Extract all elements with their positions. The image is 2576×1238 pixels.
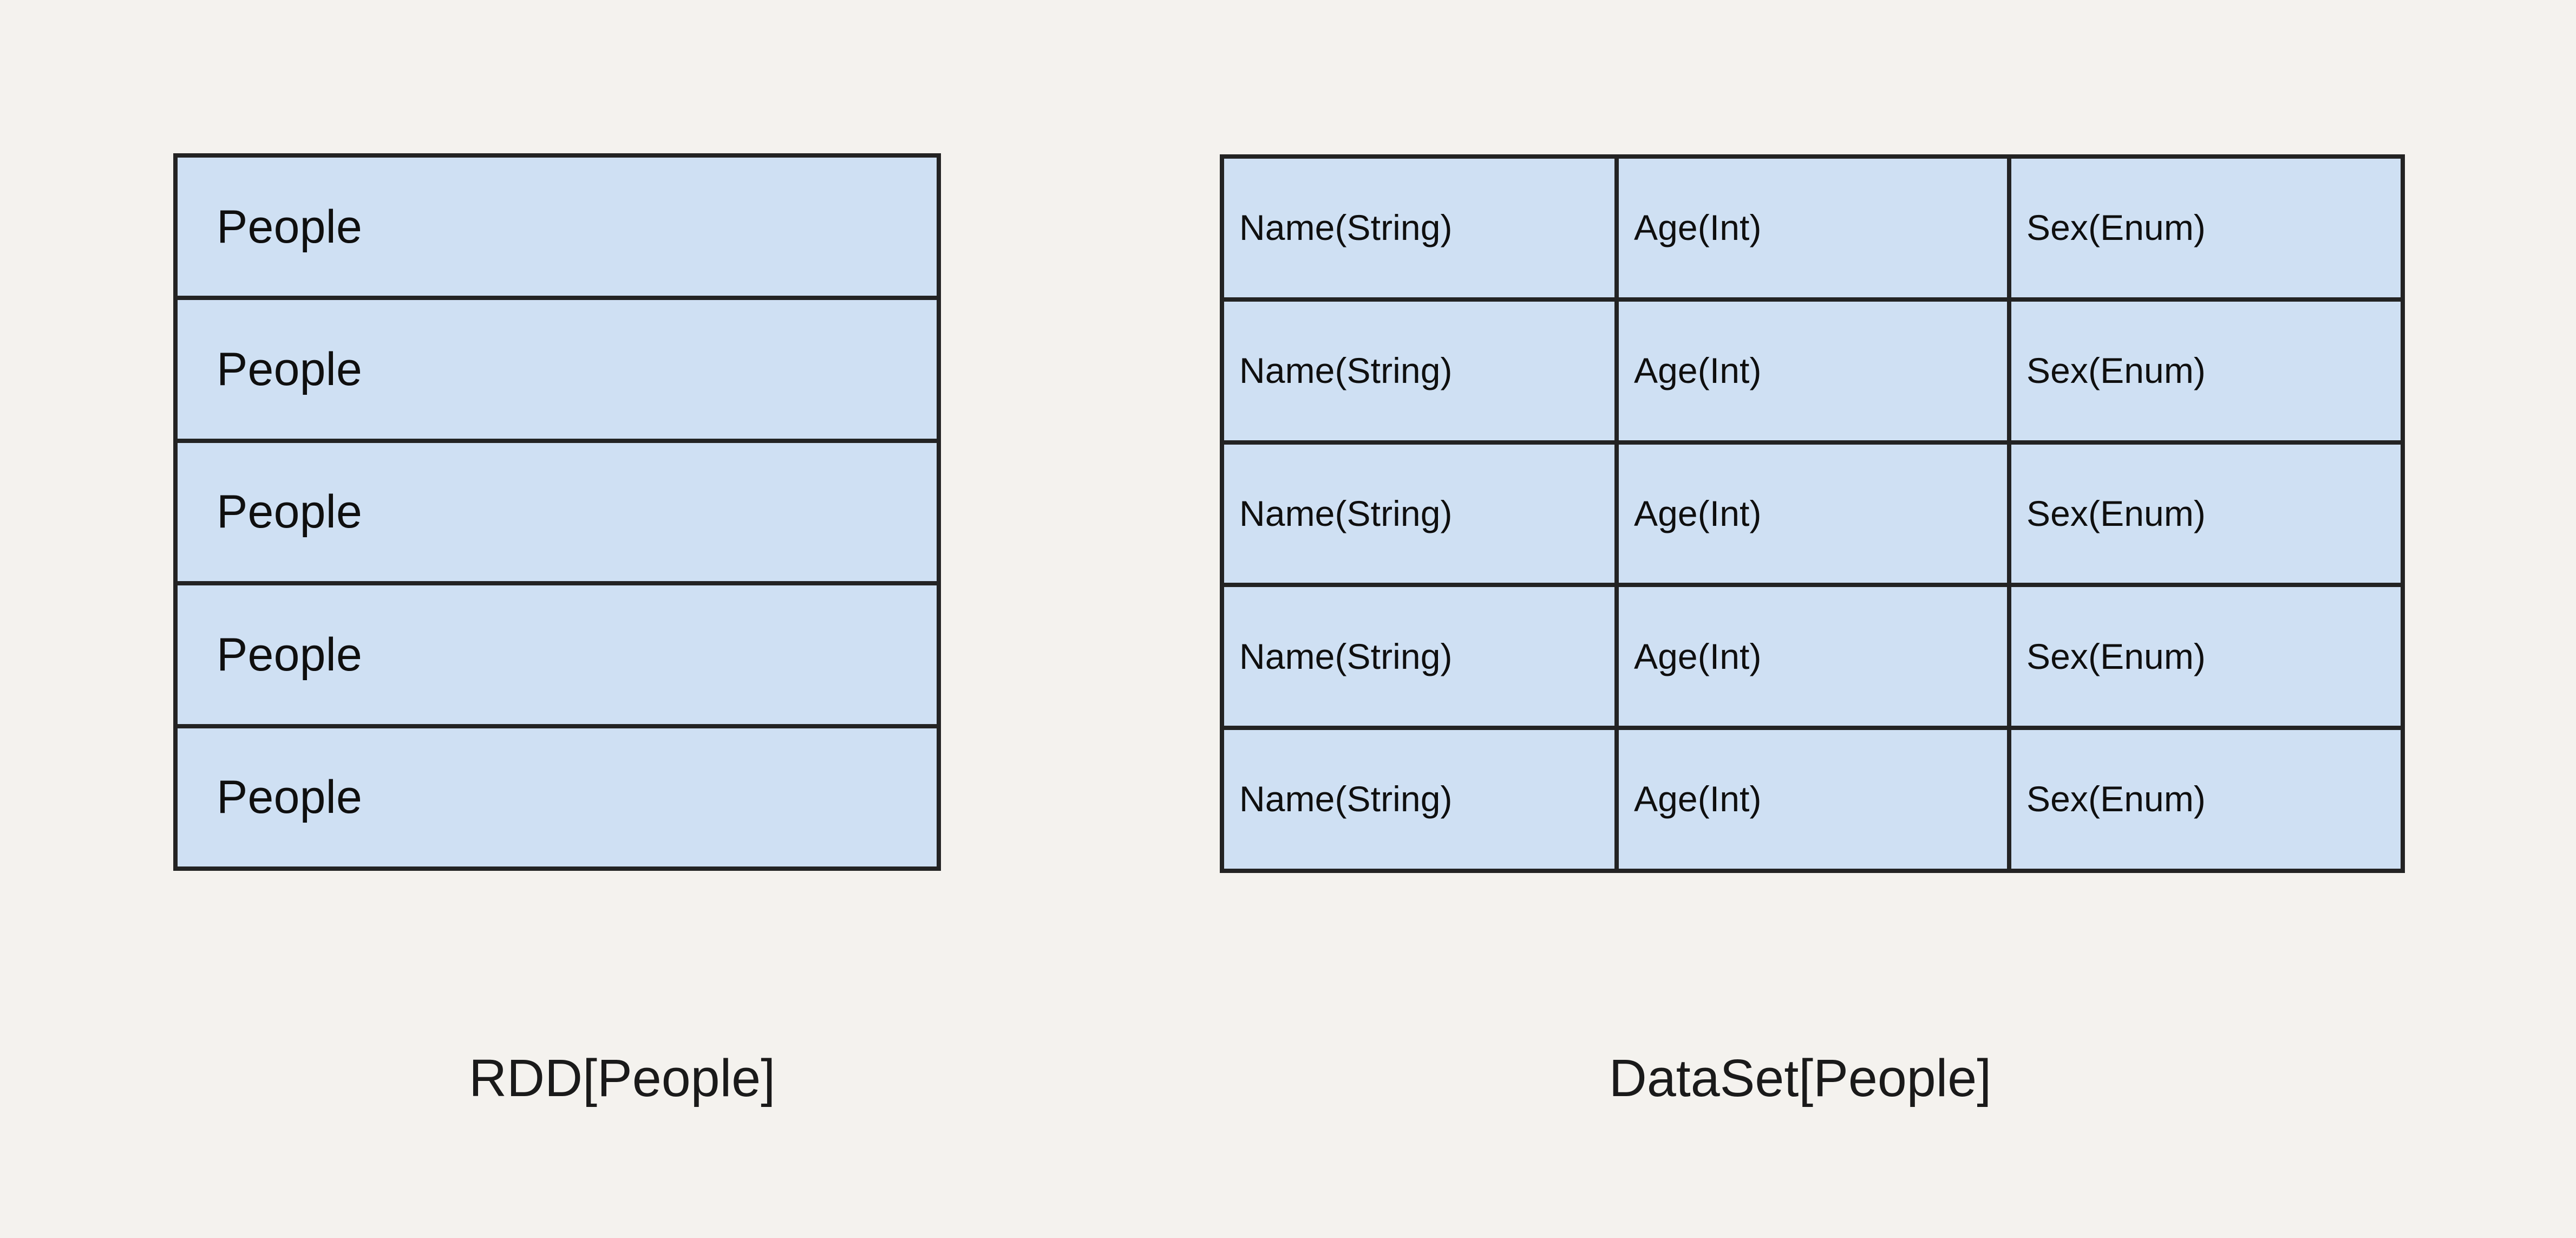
rdd-caption-label: RDD[People]	[468, 1048, 776, 1107]
dataset-table-body: Name(String) Age(Int) Sex(Enum) Name(Str…	[1220, 154, 2405, 873]
rdd-cell-people: People	[173, 438, 941, 586]
dataset-table: Name(String) Age(Int) Sex(Enum) Name(Str…	[1220, 154, 2405, 873]
table-row: People	[173, 724, 941, 871]
dataset-caption-label: DataSet[People]	[1609, 1048, 1992, 1107]
dataset-cell-sex: Sex(Enum)	[2007, 440, 2405, 588]
dataset-cell-name: Name(String)	[1220, 297, 1619, 445]
dataset-cell-age: Age(Int)	[1614, 583, 2011, 731]
rdd-cell-people: People	[173, 581, 941, 728]
table-row: People	[173, 581, 941, 728]
dataset-cell-age: Age(Int)	[1614, 154, 2011, 302]
dataset-cell-name: Name(String)	[1220, 154, 1619, 302]
table-row: Name(String) Age(Int) Sex(Enum)	[1220, 297, 2405, 445]
table-row: People	[173, 438, 941, 586]
table-row: Name(String) Age(Int) Sex(Enum)	[1220, 440, 2405, 588]
dataset-cell-name: Name(String)	[1220, 726, 1619, 873]
dataset-cell-name: Name(String)	[1220, 440, 1619, 588]
rdd-cell-people: People	[173, 296, 941, 443]
rdd-cell-people: People	[173, 153, 941, 301]
table-row: People	[173, 296, 941, 443]
dataset-cell-age: Age(Int)	[1614, 440, 2011, 588]
dataset-cell-sex: Sex(Enum)	[2007, 154, 2405, 302]
dataset-cell-name: Name(String)	[1220, 583, 1619, 731]
rdd-table-body: People People People People People	[173, 153, 941, 871]
rdd-table: People People People People People	[173, 153, 941, 871]
dataset-cell-sex: Sex(Enum)	[2007, 726, 2405, 873]
rdd-cell-people: People	[173, 724, 941, 871]
table-row: Name(String) Age(Int) Sex(Enum)	[1220, 726, 2405, 873]
dataset-cell-sex: Sex(Enum)	[2007, 583, 2405, 731]
table-row: Name(String) Age(Int) Sex(Enum)	[1220, 583, 2405, 731]
table-row: Name(String) Age(Int) Sex(Enum)	[1220, 154, 2405, 302]
table-row: People	[173, 153, 941, 301]
dataset-cell-age: Age(Int)	[1614, 726, 2011, 873]
dataset-cell-sex: Sex(Enum)	[2007, 297, 2405, 445]
dataset-cell-age: Age(Int)	[1614, 297, 2011, 445]
